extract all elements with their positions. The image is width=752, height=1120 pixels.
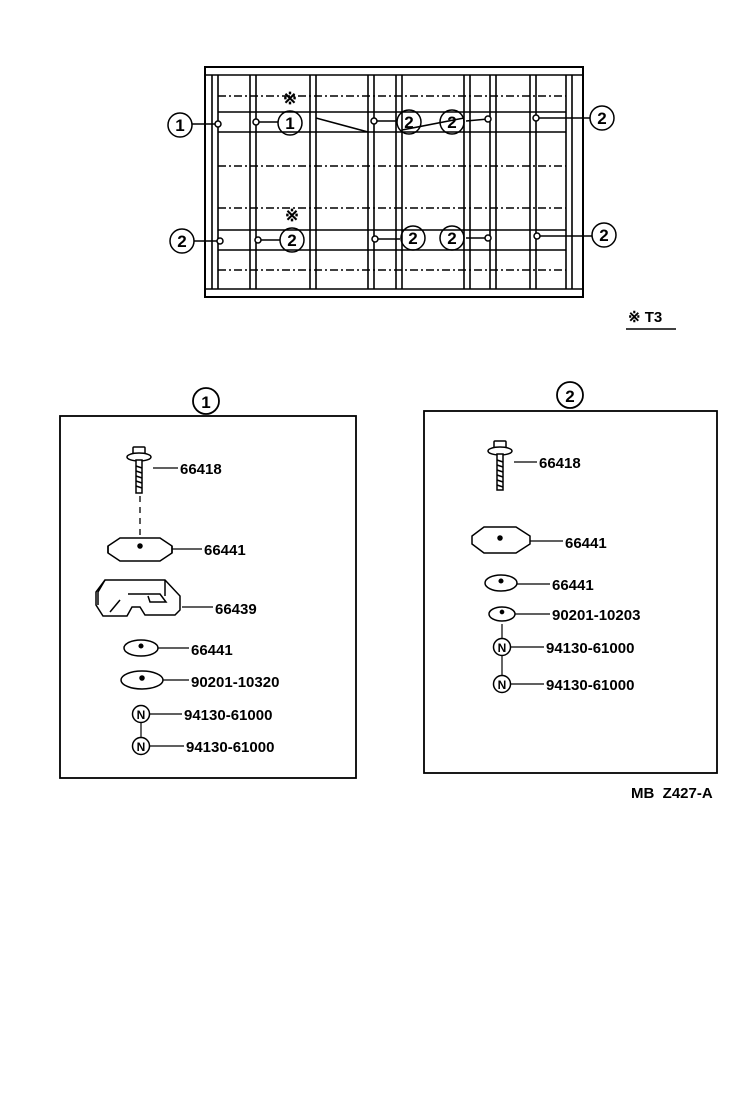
part-label-1-4: 66441 <box>191 642 233 659</box>
callout-top-5: 2 <box>597 109 606 128</box>
callout-top-1: 1 <box>175 116 184 135</box>
part-label-2-3: 66441 <box>552 577 594 594</box>
assembly-2-box <box>423 410 718 774</box>
assembly-1-number: 1 <box>201 393 210 412</box>
part-label-1-7: 94130-61000 <box>186 739 274 756</box>
washer-66441-a <box>123 639 159 657</box>
part-label-1-3: 66439 <box>215 601 257 618</box>
part-label-1-1: 66418 <box>180 461 222 478</box>
frame-callouts-bottom <box>169 222 617 254</box>
frame-callouts-top <box>167 105 615 138</box>
callout-bottom-5: 2 <box>599 226 608 245</box>
part-label-2-2: 66441 <box>565 535 607 552</box>
washer-90201-10203 <box>488 606 516 622</box>
nut-symbol-1a: N <box>137 708 146 722</box>
assembly-1-box <box>59 415 357 779</box>
nut-symbol-2a: N <box>498 641 507 655</box>
part-label-2-1: 66418 <box>539 455 581 472</box>
spacer-66439 <box>95 579 181 617</box>
part-label-1-6: 94130-61000 <box>184 707 272 724</box>
note-mark-bottom: ※ <box>285 206 299 225</box>
part-label-1-5: 90201-10320 <box>191 674 279 691</box>
part-label-2-6: 94130-61000 <box>546 677 634 694</box>
callout-bottom-1: 2 <box>177 232 186 251</box>
legend-note: ※ T3 <box>628 309 662 326</box>
plate-66441-a <box>107 537 173 562</box>
diagram-code: MB Z427-A <box>631 785 713 802</box>
assembly-1-heading <box>192 387 220 415</box>
nut-icon-2b <box>492 674 512 694</box>
plate-66441-b <box>471 526 531 554</box>
washer-66441-b <box>484 574 518 592</box>
callout-top-2: 1 <box>285 114 294 133</box>
note-mark-top: ※ <box>283 89 297 108</box>
bolt-66418-a <box>126 446 152 494</box>
callout-bottom-3: 2 <box>408 229 417 248</box>
frame-illustration <box>204 66 584 298</box>
nut-icon-1a <box>131 704 151 724</box>
nut-symbol-1b: N <box>137 740 146 754</box>
washer-90201-10320 <box>120 670 164 690</box>
nut-icon-2a <box>492 637 512 657</box>
assembly-2-number: 2 <box>565 387 574 406</box>
part-label-1-2: 66441 <box>204 542 246 559</box>
nut-symbol-2b: N <box>498 678 507 692</box>
callout-bottom-2: 2 <box>287 231 296 250</box>
assembly-2-heading <box>556 381 584 409</box>
callout-top-4: 2 <box>447 113 456 132</box>
part-label-2-5: 94130-61000 <box>546 640 634 657</box>
callout-top-3: 2 <box>404 113 413 132</box>
callout-bottom-4: 2 <box>447 229 456 248</box>
bolt-66418-b <box>487 440 513 491</box>
part-label-2-4: 90201-10203 <box>552 607 640 624</box>
nut-icon-1b <box>131 736 151 756</box>
